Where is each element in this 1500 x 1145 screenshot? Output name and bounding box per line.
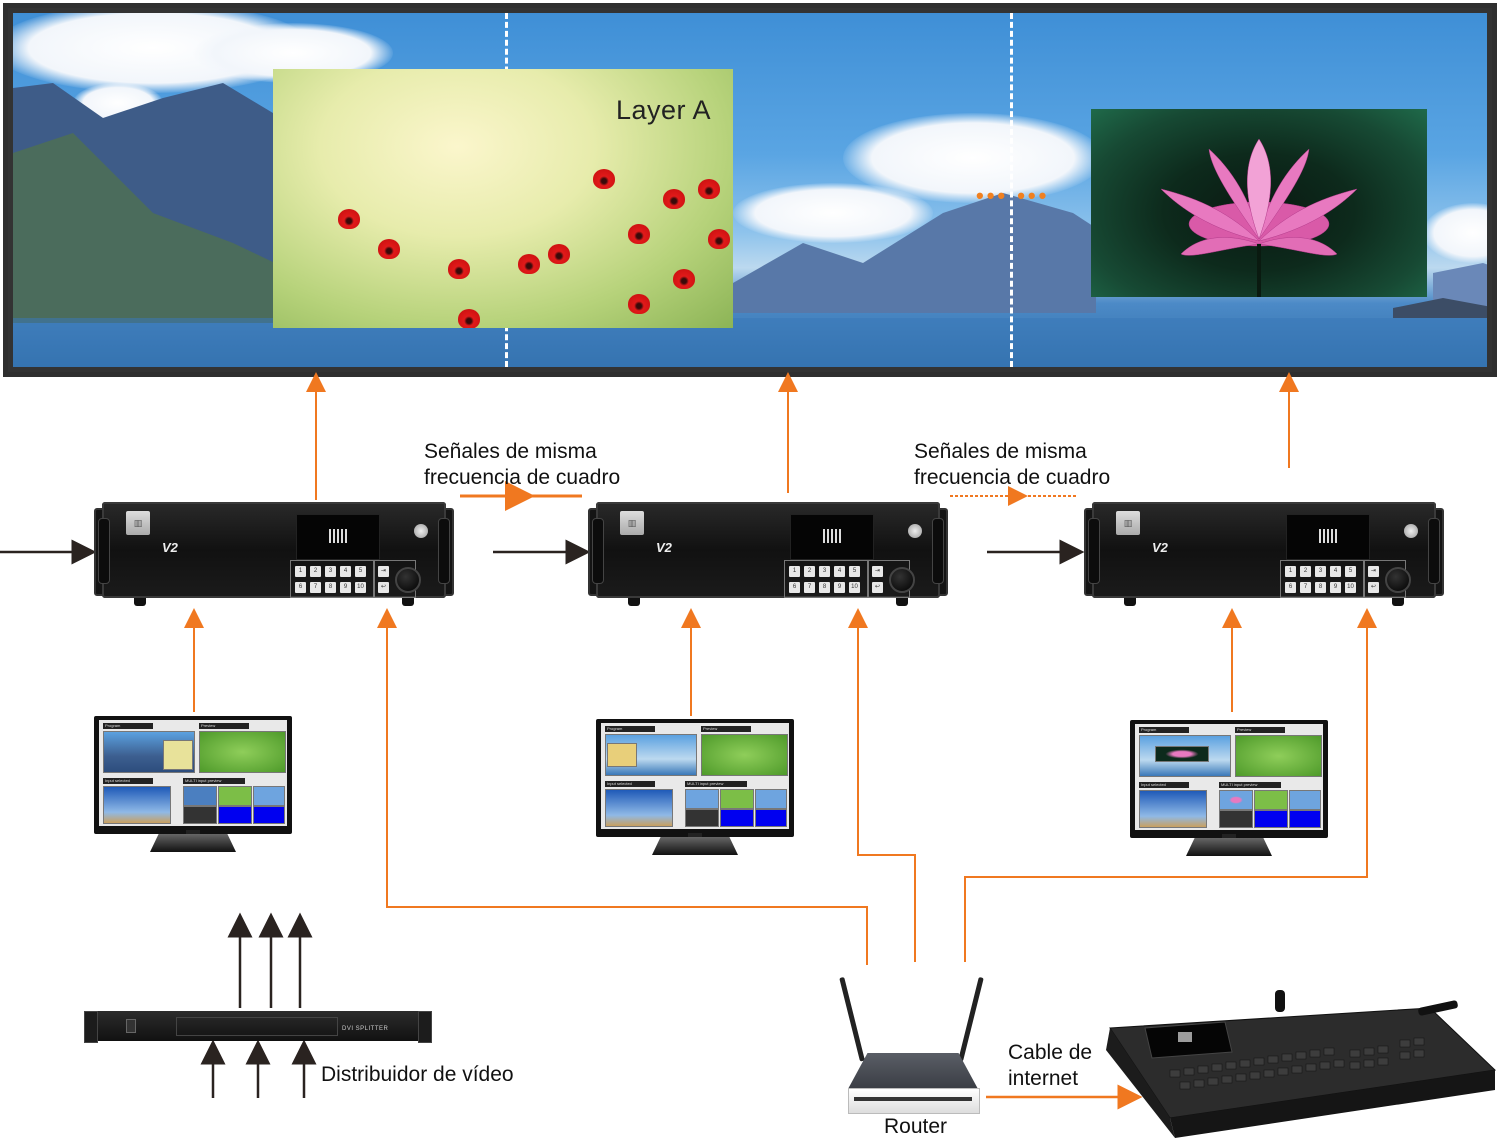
network-router [839, 975, 984, 1115]
key-8[interactable]: 8 [1315, 582, 1326, 593]
key-9[interactable]: 9 [340, 582, 351, 593]
power-button[interactable] [1404, 524, 1418, 538]
enter-key[interactable]: ⇥ [872, 566, 883, 577]
status-led-panel [176, 1017, 338, 1036]
key-8[interactable]: 8 [325, 582, 336, 593]
monitor-stand [1186, 838, 1272, 856]
control-console [1100, 990, 1500, 1138]
back-key[interactable]: ↩ [1368, 582, 1379, 593]
video-processor-1: ▥ V2 1 2 3 4 5 6 7 8 9 10 ⇥ ↩ [94, 502, 454, 606]
led-video-wall: ••• ••• Layer A [3, 3, 1497, 377]
t-bar-icon [1418, 1000, 1458, 1016]
key-5[interactable]: 5 [1345, 566, 1356, 577]
function-keypad: 1 2 3 4 5 6 7 8 9 10 [784, 560, 868, 598]
antenna-icon [958, 976, 984, 1062]
monitor-stand [150, 834, 236, 852]
key-1[interactable]: 1 [1285, 566, 1296, 577]
lotus-flower-illustration [1160, 138, 1358, 297]
preview-monitor-1: Program Preview Input selected MULTI inp… [94, 716, 292, 856]
wall-background-landscape: ••• ••• [13, 13, 1487, 367]
lotus-window [1091, 109, 1427, 297]
key-7[interactable]: 7 [1300, 582, 1311, 593]
key-10[interactable]: 10 [355, 582, 366, 593]
key-1[interactable]: 1 [295, 566, 306, 577]
key-8[interactable]: 8 [819, 582, 830, 593]
function-keypad: 1 2 3 4 5 6 7 8 9 10 [1280, 560, 1364, 598]
brand-logo-icon: ▥ [620, 511, 644, 535]
router-link-1 [377, 608, 868, 965]
lcd-display [296, 514, 380, 560]
splitter-caption: Distribuidor de vídeo [321, 1063, 514, 1086]
console-illustration [1106, 990, 1497, 1138]
key-4[interactable]: 4 [834, 566, 845, 577]
sync-label-2: Señales de misma frecuencia de cuadro [914, 440, 1111, 489]
key-1[interactable]: 1 [789, 566, 800, 577]
joystick-icon [1275, 990, 1285, 1012]
brand-logo-icon: ▥ [126, 511, 150, 535]
model-label: V2 [656, 540, 672, 555]
key-7[interactable]: 7 [804, 582, 815, 593]
power-button[interactable] [908, 524, 922, 538]
preview-monitor-2: Program Preview Input selected MULTI inp… [596, 719, 794, 859]
key-9[interactable]: 9 [1330, 582, 1341, 593]
brand-logo-icon: ▥ [1116, 511, 1140, 535]
menu-knob[interactable] [395, 567, 421, 593]
power-switch[interactable] [126, 1019, 136, 1033]
segment-divider [1010, 13, 1013, 367]
lcd-display [790, 514, 874, 560]
key-5[interactable]: 5 [355, 566, 366, 577]
dvi-splitter: DVI SPLITTER [84, 1011, 432, 1043]
key-2[interactable]: 2 [1300, 566, 1311, 577]
layer-a-label: Layer A [615, 95, 711, 125]
router-caption: Router [884, 1115, 948, 1138]
key-2[interactable]: 2 [804, 566, 815, 577]
monitor-stand [652, 837, 738, 855]
enter-key[interactable]: ⇥ [378, 566, 389, 577]
model-label: V2 [1152, 540, 1168, 555]
power-button[interactable] [414, 524, 428, 538]
key-3[interactable]: 3 [819, 566, 830, 577]
layer-a-window: Layer A [273, 69, 733, 328]
mountains-illustration [13, 83, 1487, 367]
key-3[interactable]: 3 [325, 566, 336, 577]
key-6[interactable]: 6 [295, 582, 306, 593]
key-5[interactable]: 5 [849, 566, 860, 577]
key-6[interactable]: 6 [1285, 582, 1296, 593]
key-2[interactable]: 2 [310, 566, 321, 577]
menu-knob[interactable] [1385, 567, 1411, 593]
key-7[interactable]: 7 [310, 582, 321, 593]
video-processor-3: ▥ V2 1 2 3 4 5 6 7 8 9 10 ⇥ ↩ [1084, 502, 1444, 606]
key-10[interactable]: 10 [849, 582, 860, 593]
back-key[interactable]: ↩ [872, 582, 883, 593]
enter-key[interactable]: ⇥ [1368, 566, 1379, 577]
cable-label: Cable de internet [1008, 1041, 1093, 1090]
key-4[interactable]: 4 [340, 566, 351, 577]
key-6[interactable]: 6 [789, 582, 800, 593]
lcd-display [1286, 514, 1370, 560]
model-label: V2 [162, 540, 178, 555]
function-keypad: 1 2 3 4 5 6 7 8 9 10 [290, 560, 374, 598]
router-status-leds [854, 1097, 972, 1101]
key-10[interactable]: 10 [1345, 582, 1356, 593]
menu-knob[interactable] [889, 567, 915, 593]
video-processor-2: ▥ V2 1 2 3 4 5 6 7 8 9 10 ⇥ ↩ [588, 502, 948, 606]
back-key[interactable]: ↩ [378, 582, 389, 593]
preview-monitor-3: Program Preview Input selected MULTI inp… [1130, 720, 1328, 860]
sync-label-1: Señales de misma frecuencia de cuadro [424, 440, 621, 489]
router-link-3 [964, 608, 1377, 962]
key-4[interactable]: 4 [1330, 566, 1341, 577]
key-9[interactable]: 9 [834, 582, 845, 593]
device-label: DVI SPLITTER [342, 1026, 389, 1032]
key-3[interactable]: 3 [1315, 566, 1326, 577]
router-link-2 [848, 608, 916, 962]
